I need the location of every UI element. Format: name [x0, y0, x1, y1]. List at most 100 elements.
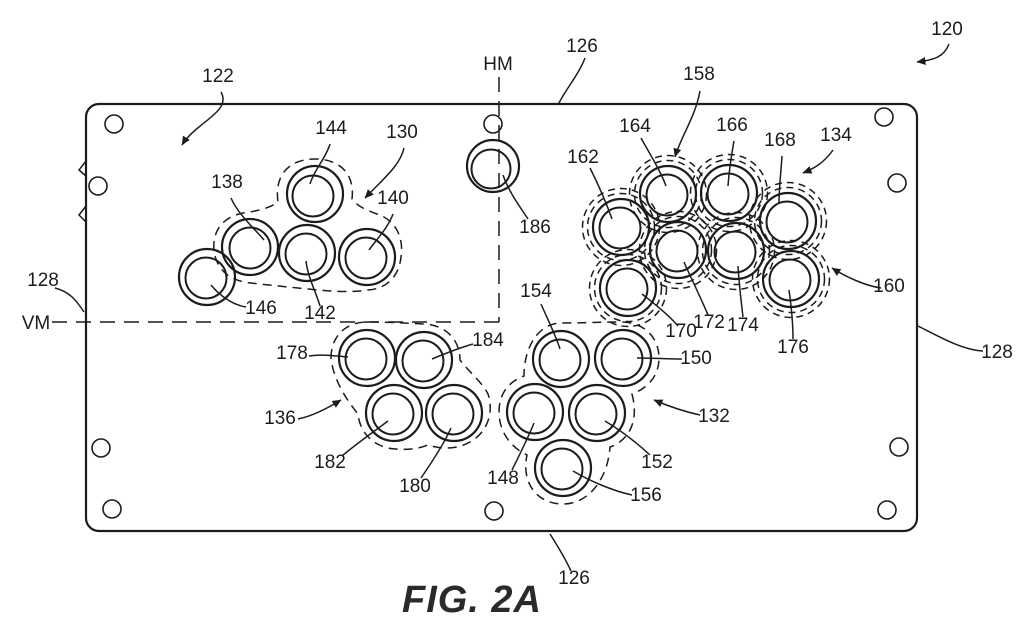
cluster-134-ring	[643, 215, 713, 285]
leader-182	[341, 420, 389, 457]
button-142-inner	[284, 232, 328, 276]
ref-label-130: 130	[386, 122, 418, 143]
ref-label-172: 172	[693, 312, 725, 333]
ref-label-122: 122	[202, 66, 234, 87]
ref-label-176: 176	[777, 337, 809, 358]
mounting-hole	[877, 500, 897, 520]
button-172	[648, 220, 708, 280]
ref-label-146: 146	[245, 298, 277, 319]
button-150-inner	[600, 337, 644, 381]
leader-130	[364, 147, 405, 199]
ref-label-168: 168	[764, 130, 796, 151]
ref-label-182: 182	[314, 452, 346, 473]
leader-132	[653, 399, 701, 416]
button-182-inner	[371, 392, 415, 436]
mounting-hole	[889, 437, 909, 457]
button-146	[177, 247, 237, 307]
button-140	[337, 227, 397, 287]
leader-148	[511, 422, 535, 471]
ref-label-160: 160	[873, 276, 905, 297]
button-176	[761, 249, 821, 309]
button-184-inner	[401, 339, 445, 383]
leader-120	[916, 43, 950, 65]
button-180	[424, 383, 484, 443]
ref-label-132: 132	[698, 406, 730, 427]
button-138-outer	[220, 217, 280, 277]
leader-128-left	[54, 287, 85, 313]
leader-186	[502, 174, 529, 220]
leader-158	[673, 90, 701, 158]
ref-label-134: 134	[820, 125, 852, 146]
button-186-inner	[470, 148, 512, 190]
leader-180	[420, 427, 452, 479]
leader-156	[572, 470, 633, 496]
button-142-outer	[277, 223, 337, 283]
ref-label-126-top: 126	[566, 36, 598, 57]
leader-168	[778, 155, 783, 204]
cluster-132-outline	[498, 321, 660, 505]
button-170-inner	[605, 267, 649, 311]
button-154	[531, 329, 591, 389]
button-162-inner	[598, 206, 642, 250]
leader-184	[431, 343, 474, 360]
button-144	[285, 164, 345, 224]
button-154-outer	[531, 329, 591, 389]
button-170	[598, 258, 658, 318]
button-166	[699, 163, 759, 223]
button-168-outer	[758, 191, 818, 251]
leader-140	[368, 213, 394, 251]
ref-label-126-bottom: 126	[558, 568, 590, 589]
leader-lines	[54, 43, 984, 572]
leader-152	[604, 420, 651, 456]
mounting-hole	[484, 501, 504, 521]
mounting-hole	[483, 114, 503, 134]
leader-174	[737, 265, 744, 318]
button-166-inner	[706, 172, 750, 216]
button-184-outer	[394, 330, 454, 390]
button-178	[337, 328, 397, 388]
button-148-outer	[505, 382, 565, 442]
leader-126-top	[558, 57, 586, 104]
button-184	[394, 330, 454, 390]
ref-label-186: 186	[519, 217, 551, 238]
ref-label-154: 154	[520, 281, 552, 302]
panel-edge-notch-lower	[78, 205, 87, 223]
ref-label-152: 152	[641, 452, 673, 473]
button-156-inner	[540, 447, 584, 491]
panel-edge-notch-upper	[77, 160, 87, 177]
button-142	[277, 223, 337, 283]
mounting-hole	[102, 499, 122, 519]
button-172-inner	[655, 229, 699, 273]
button-152	[567, 383, 627, 443]
button-162	[591, 197, 651, 257]
button-174	[706, 221, 766, 281]
leader-134	[802, 149, 834, 174]
leader-162	[589, 167, 613, 220]
ref-label-128-right: 128	[981, 342, 1013, 363]
ref-label-136: 136	[264, 408, 296, 429]
mounting-hole	[88, 176, 108, 196]
button-172-outer	[648, 220, 708, 280]
ref-label-144: 144	[315, 118, 347, 139]
cluster-134-ring	[701, 216, 771, 286]
button-138-inner	[228, 226, 272, 270]
button-182-outer	[364, 383, 424, 443]
cluster-134-ring	[694, 158, 764, 228]
leader-176	[788, 289, 794, 340]
mounting-hole	[874, 107, 894, 127]
ref-label-178: 178	[276, 343, 308, 364]
vm-midline-label: VM	[22, 313, 51, 334]
button-164-outer	[638, 164, 698, 224]
reference-numerals: 120 122 144 130 138 140 146 142 128 VM H…	[22, 19, 1013, 589]
mounting-hole	[91, 438, 111, 458]
ref-label-140: 140	[377, 188, 409, 209]
control-panel-outline	[84, 102, 919, 533]
figure-caption: FIG. 2A	[402, 579, 542, 621]
button-138	[220, 217, 280, 277]
mounting-holes	[88, 107, 909, 521]
button-144-outer	[285, 164, 345, 224]
hm-midline-label: HM	[483, 54, 513, 75]
ref-label-156: 156	[630, 485, 662, 506]
